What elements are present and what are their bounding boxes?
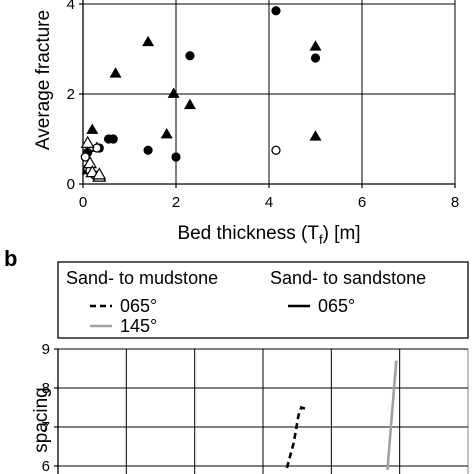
point-open-triangle xyxy=(82,156,98,169)
x-axis-label-main: Bed thickness (T xyxy=(177,223,319,244)
scatter-y-tick-label: 0 xyxy=(67,176,75,193)
legend-label-solid-065: 065° xyxy=(318,296,355,316)
legend-box: Sand- to mudstone Sand- to sandstone 065… xyxy=(57,261,469,339)
point-filled-circle xyxy=(185,51,195,61)
scatter-chart-panel-a: 0 2 4 6 8 0 2 4 Average fracture Bed thickness … xyxy=(33,0,459,247)
point-filled-circle xyxy=(271,6,281,16)
line-y-tick-label: 9 xyxy=(42,341,50,358)
scatter-y-axis-label: Average fracture xyxy=(33,10,54,150)
line-series xyxy=(285,360,398,471)
line-tick-labels: 6 7 8 9 xyxy=(42,341,58,474)
point-filled-triangle xyxy=(109,67,122,78)
line-y-tick-label: 7 xyxy=(42,419,50,436)
point-filled-triangle xyxy=(160,128,173,139)
scatter-y-tick-label: 4 xyxy=(67,0,75,13)
point-filled-triangle xyxy=(309,130,322,141)
point-open-circle xyxy=(271,145,281,155)
point-filled-circle xyxy=(310,53,321,63)
legend-label-dashed-065: 065° xyxy=(120,296,157,316)
point-filled-triangle xyxy=(167,87,180,98)
point-filled-triangle xyxy=(309,40,322,51)
scatter-x-tick-label: 4 xyxy=(265,194,273,211)
point-open-triangle xyxy=(85,165,100,178)
point-filled-triangle xyxy=(86,123,99,134)
legend-group-sand-to-mudstone: Sand- to mudstone xyxy=(66,268,218,288)
scatter-x-axis-label: Bed thickness (Tf) [m] xyxy=(177,223,360,247)
scatter-x-tick-label: 0 xyxy=(79,194,87,211)
legend-label-grey-145: 145° xyxy=(120,316,157,336)
scatter-tick-labels: 0 2 4 6 8 0 2 4 xyxy=(67,0,460,211)
scatter-points xyxy=(80,6,322,182)
point-open-triangle xyxy=(92,167,107,180)
point-filled-circle xyxy=(108,134,118,144)
point-filled-triangle xyxy=(183,98,196,110)
x-axis-label-subscript: f xyxy=(319,232,323,247)
legend-group-sand-to-sandstone: Sand- to sandstone xyxy=(270,268,426,288)
legend-frame xyxy=(57,261,469,339)
series-line-dashed-065 xyxy=(285,405,308,469)
line-chart-panel-b: b Sand- to mudstone Sand- to sandstone 0… xyxy=(4,246,469,474)
scatter-x-tick-label: 6 xyxy=(358,194,366,211)
scatter-grid xyxy=(83,0,456,184)
scatter-y-tick-label: 2 xyxy=(67,86,75,103)
scatter-x-tick-label: 2 xyxy=(172,194,180,211)
point-filled-circle xyxy=(143,145,153,155)
line-y-tick-label: 8 xyxy=(42,380,50,397)
panel-label-b: b xyxy=(4,246,17,271)
line-grid xyxy=(57,348,469,474)
line-y-axis-label: spacing xyxy=(31,387,52,453)
series-line-grey-145 xyxy=(386,360,398,471)
point-filled-triangle xyxy=(142,35,155,47)
line-y-tick-label: 6 xyxy=(42,458,50,474)
point-open-circle xyxy=(80,152,90,162)
point-filled-circle xyxy=(171,152,181,162)
point-open-triangle xyxy=(80,135,95,148)
x-axis-label-tail: ) [m] xyxy=(323,223,361,244)
scatter-x-tick-label: 8 xyxy=(451,194,459,211)
